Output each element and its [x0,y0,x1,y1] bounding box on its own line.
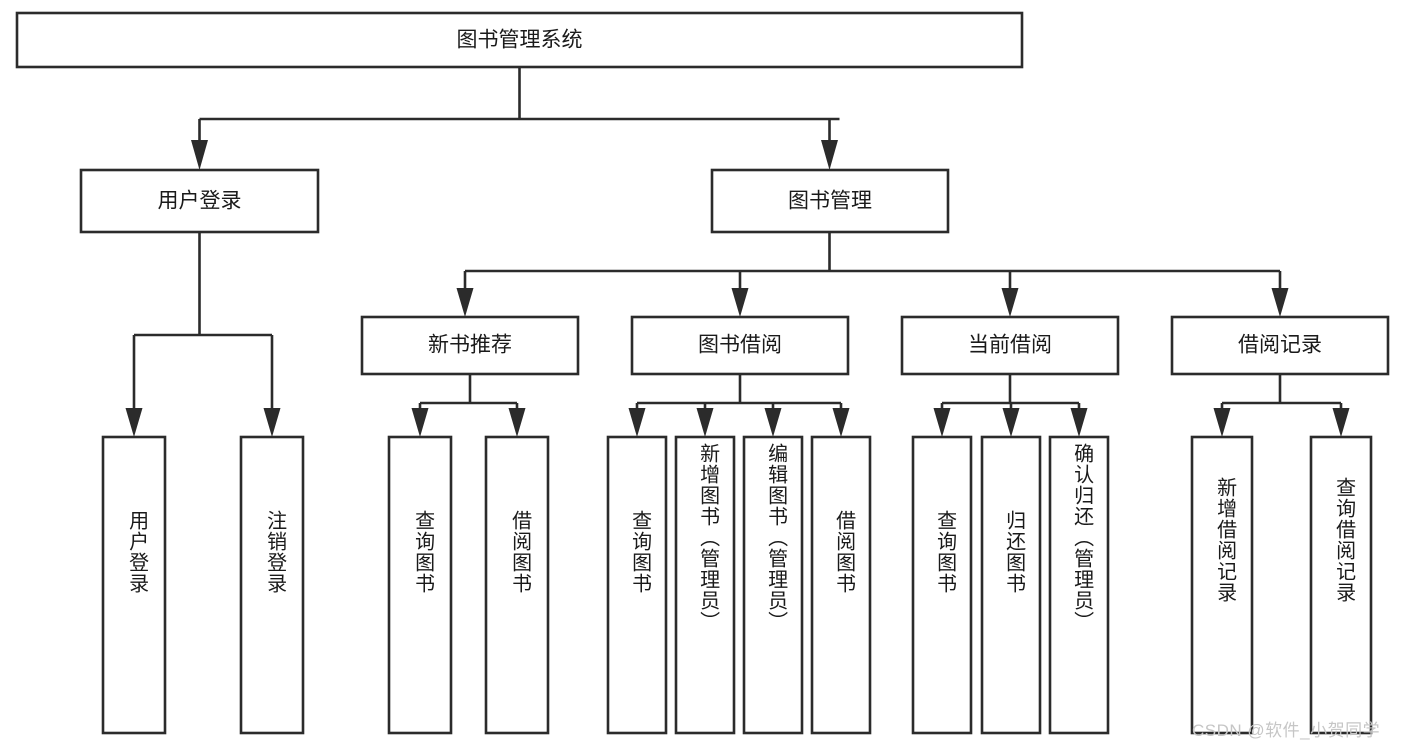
leaf-box-borrow-book-1[interactable] [484,435,550,735]
leaf-box-edit-book[interactable] [742,435,804,735]
arrow-head-leaf-query-borrow-record [1332,408,1350,437]
arrow-head-leaf-logout [263,408,281,437]
node-book-management-label: 图书管理 [788,190,872,213]
arrow-head-current-borrow [1001,288,1019,317]
node-root[interactable]: 图书管理系统 [15,11,1024,69]
connectors-user-login-branch [125,232,281,437]
leaf-box-query-book-3[interactable] [911,435,973,735]
connectors-book-borrow-branch [628,374,850,437]
arrow-head-leaf-query-book-1 [411,408,429,437]
leaf-box-add-borrow-record[interactable] [1190,435,1254,735]
arrow-head-new-book-rec [456,288,474,317]
arrow-head-leaf-confirm-return [1070,408,1088,437]
leaf-box-query-book-1[interactable] [387,435,453,735]
node-user-login[interactable]: 用户登录 [79,168,320,234]
connectors-current-borrow-branch [933,374,1088,437]
node-root-box[interactable] [15,11,1024,69]
node-user-login-box[interactable] [79,168,320,234]
node-book-borrow[interactable]: 图书借阅 [630,315,850,376]
node-book-borrow-box[interactable] [630,315,850,376]
arrow-head-leaf-query-book-2 [628,408,646,437]
node-user-login-label: 用户登录 [158,190,242,213]
connectors-borrow-record-branch [1213,374,1350,437]
leaf-box-query-borrow-record[interactable] [1309,435,1373,735]
node-current-borrow[interactable]: 当前借阅 [900,315,1120,376]
arrow-head-leaf-borrow-book-1 [508,408,526,437]
node-borrow-record-box[interactable] [1170,315,1390,376]
node-book-management-box[interactable] [710,168,950,234]
node-current-borrow-box[interactable] [900,315,1120,376]
leaf-node-boxes [101,435,1373,735]
arrow-head-leaf-add-book [696,408,714,437]
node-new-book-recommend-label: 新书推荐 [428,334,512,357]
leaf-box-return-book[interactable] [980,435,1042,735]
leaf-box-confirm-return[interactable] [1048,435,1110,735]
node-current-borrow-label: 当前借阅 [968,334,1052,357]
csdn-watermark: CSDN @软件_小贺同学 [1192,721,1381,740]
leaf-box-query-book-2[interactable] [606,435,668,735]
arrow-head-leaf-user-login [125,408,143,437]
connectors-root-to-level2 [191,67,840,170]
arrow-head-leaf-edit-book [764,408,782,437]
node-new-book-recommend[interactable]: 新书推荐 [360,315,580,376]
node-book-borrow-label: 图书借阅 [698,334,782,357]
arrow-head-book-mgmt [821,140,838,170]
node-root-label: 图书管理系统 [457,29,583,52]
connectors-new-book-rec-branch [411,374,526,437]
connectors-book-mgmt-to-level3 [456,232,1289,317]
arrow-head-leaf-borrow-book-2 [832,408,850,437]
node-new-book-recommend-box[interactable] [360,315,580,376]
arrow-head-borrow-record [1271,288,1289,317]
leaf-box-user-login[interactable] [101,435,167,735]
arrow-head-user-login [191,140,208,170]
arrow-head-leaf-return-book [1002,408,1020,437]
node-borrow-record[interactable]: 借阅记录 [1170,315,1390,376]
arrow-head-leaf-add-borrow-record [1213,408,1231,437]
arrow-head-leaf-query-book-3 [933,408,951,437]
node-borrow-record-label: 借阅记录 [1238,334,1322,357]
leaf-box-logout[interactable] [239,435,305,735]
arrow-head-book-borrow [731,288,749,317]
leaf-box-add-book[interactable] [674,435,736,735]
leaf-box-borrow-book-2[interactable] [810,435,872,735]
node-book-management[interactable]: 图书管理 [710,168,950,234]
